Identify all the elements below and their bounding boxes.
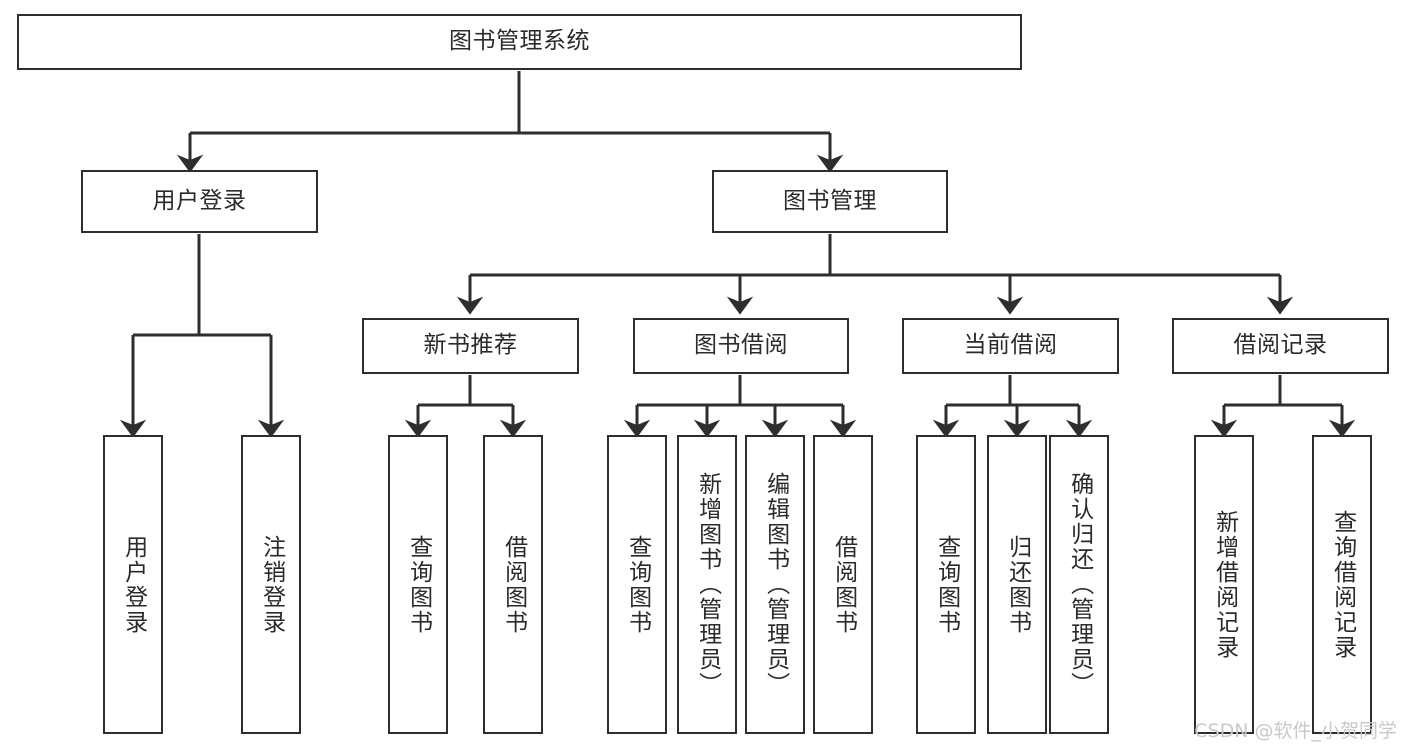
leaf-edit-book-admin-label: 编辑图书（管理员） (762, 472, 789, 697)
node-current-borrow[interactable]: 当前借阅 (902, 318, 1119, 374)
node-root[interactable]: 图书管理系统 (17, 14, 1022, 70)
node-book-management[interactable]: 图书管理 (712, 170, 948, 233)
leaf-add-book-admin[interactable]: 新增图书（管理员） (677, 435, 737, 734)
node-root-label: 图书管理系统 (449, 28, 590, 55)
leaf-return-book[interactable]: 归还图书 (987, 435, 1047, 734)
leaf-query-borrow-record[interactable]: 查询借阅记录 (1312, 435, 1372, 734)
node-book-borrow-label: 图书借阅 (694, 332, 788, 359)
leaf-query-book-current[interactable]: 查询图书 (916, 435, 976, 734)
leaf-logout[interactable]: 注销登录 (241, 435, 301, 734)
leaf-query-book-recommend-label: 查询图书 (405, 534, 432, 635)
leaf-logout-label: 注销登录 (258, 534, 285, 635)
leaf-confirm-return-admin[interactable]: 确认归还（管理员） (1049, 435, 1109, 734)
leaf-borrow-book-recommend-label: 借阅图书 (500, 534, 527, 635)
leaf-confirm-return-admin-label: 确认归还（管理员） (1066, 472, 1093, 697)
leaf-borrow-book[interactable]: 借阅图书 (813, 435, 873, 734)
leaf-add-borrow-record[interactable]: 新增借阅记录 (1194, 435, 1254, 734)
leaf-edit-book-admin[interactable]: 编辑图书（管理员） (745, 435, 805, 734)
leaf-query-book-borrow[interactable]: 查询图书 (607, 435, 667, 734)
leaf-user-login-label: 用户登录 (120, 534, 147, 635)
leaf-query-book-current-label: 查询图书 (933, 534, 960, 635)
node-book-management-label: 图书管理 (783, 187, 877, 214)
leaf-add-book-admin-label: 新增图书（管理员） (694, 472, 721, 697)
leaf-return-book-label: 归还图书 (1004, 534, 1031, 635)
node-user-login[interactable]: 用户登录 (81, 170, 318, 233)
leaf-query-book-recommend[interactable]: 查询图书 (388, 435, 448, 734)
node-borrow-records-label: 借阅记录 (1233, 332, 1328, 359)
node-current-borrow-label: 当前借阅 (963, 332, 1058, 359)
leaf-user-login[interactable]: 用户登录 (103, 435, 163, 734)
watermark: CSDN @软件_小贺同学 (1194, 720, 1397, 742)
node-new-book-recommend-label: 新书推荐 (423, 332, 518, 359)
leaf-query-book-borrow-label: 查询图书 (624, 534, 651, 635)
node-new-book-recommend[interactable]: 新书推荐 (362, 318, 579, 374)
node-user-login-label: 用户登录 (152, 187, 247, 214)
leaf-borrow-book-recommend[interactable]: 借阅图书 (483, 435, 543, 734)
leaf-borrow-book-label: 借阅图书 (830, 534, 857, 635)
leaf-query-borrow-record-label: 查询借阅记录 (1329, 509, 1356, 660)
node-book-borrow[interactable]: 图书借阅 (633, 318, 849, 374)
leaf-add-borrow-record-label: 新增借阅记录 (1211, 509, 1238, 660)
node-borrow-records[interactable]: 借阅记录 (1172, 318, 1389, 374)
